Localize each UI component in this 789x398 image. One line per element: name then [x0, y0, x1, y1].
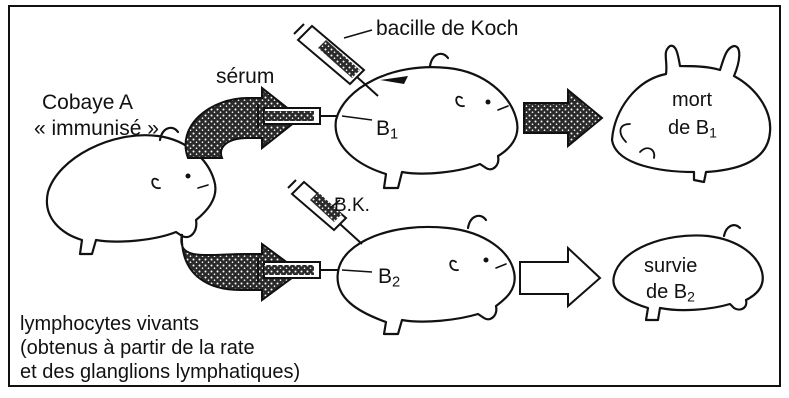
label-lymphocytes-line3: et des glanglions lymphatiques) — [20, 362, 300, 382]
label-b2: B2 — [378, 266, 400, 290]
label-mort: mort — [672, 90, 712, 110]
guinea-pig-b2 — [338, 216, 515, 334]
koch-bacillus-syringe — [294, 24, 378, 96]
label-bk: B.K. — [334, 196, 370, 215]
lymphocyte-syringe — [258, 258, 340, 282]
label-de-b2: de B2 — [646, 282, 695, 304]
bacille-label-leader — [344, 30, 372, 38]
outcome-arrow-death — [524, 90, 602, 146]
label-immunise: « immunisé » — [34, 118, 159, 139]
guinea-pig-b1 — [336, 54, 518, 188]
serum-syringe — [258, 104, 340, 128]
label-lymphocytes-line1: lymphocytes vivants — [20, 314, 199, 334]
label-survie: survie — [644, 256, 697, 276]
label-de-b1: de B1 — [668, 118, 717, 140]
label-b1: B1 — [376, 118, 398, 142]
label-cobaye-a: Cobaye A — [42, 92, 133, 113]
dead-guinea-pig-b1 — [612, 46, 770, 182]
label-bacille-de-koch: bacille de Koch — [376, 18, 518, 39]
outcome-arrow-survival — [520, 248, 600, 306]
label-serum: sérum — [216, 66, 274, 87]
label-lymphocytes-line2: (obtenus à partir de la rate — [20, 338, 255, 358]
